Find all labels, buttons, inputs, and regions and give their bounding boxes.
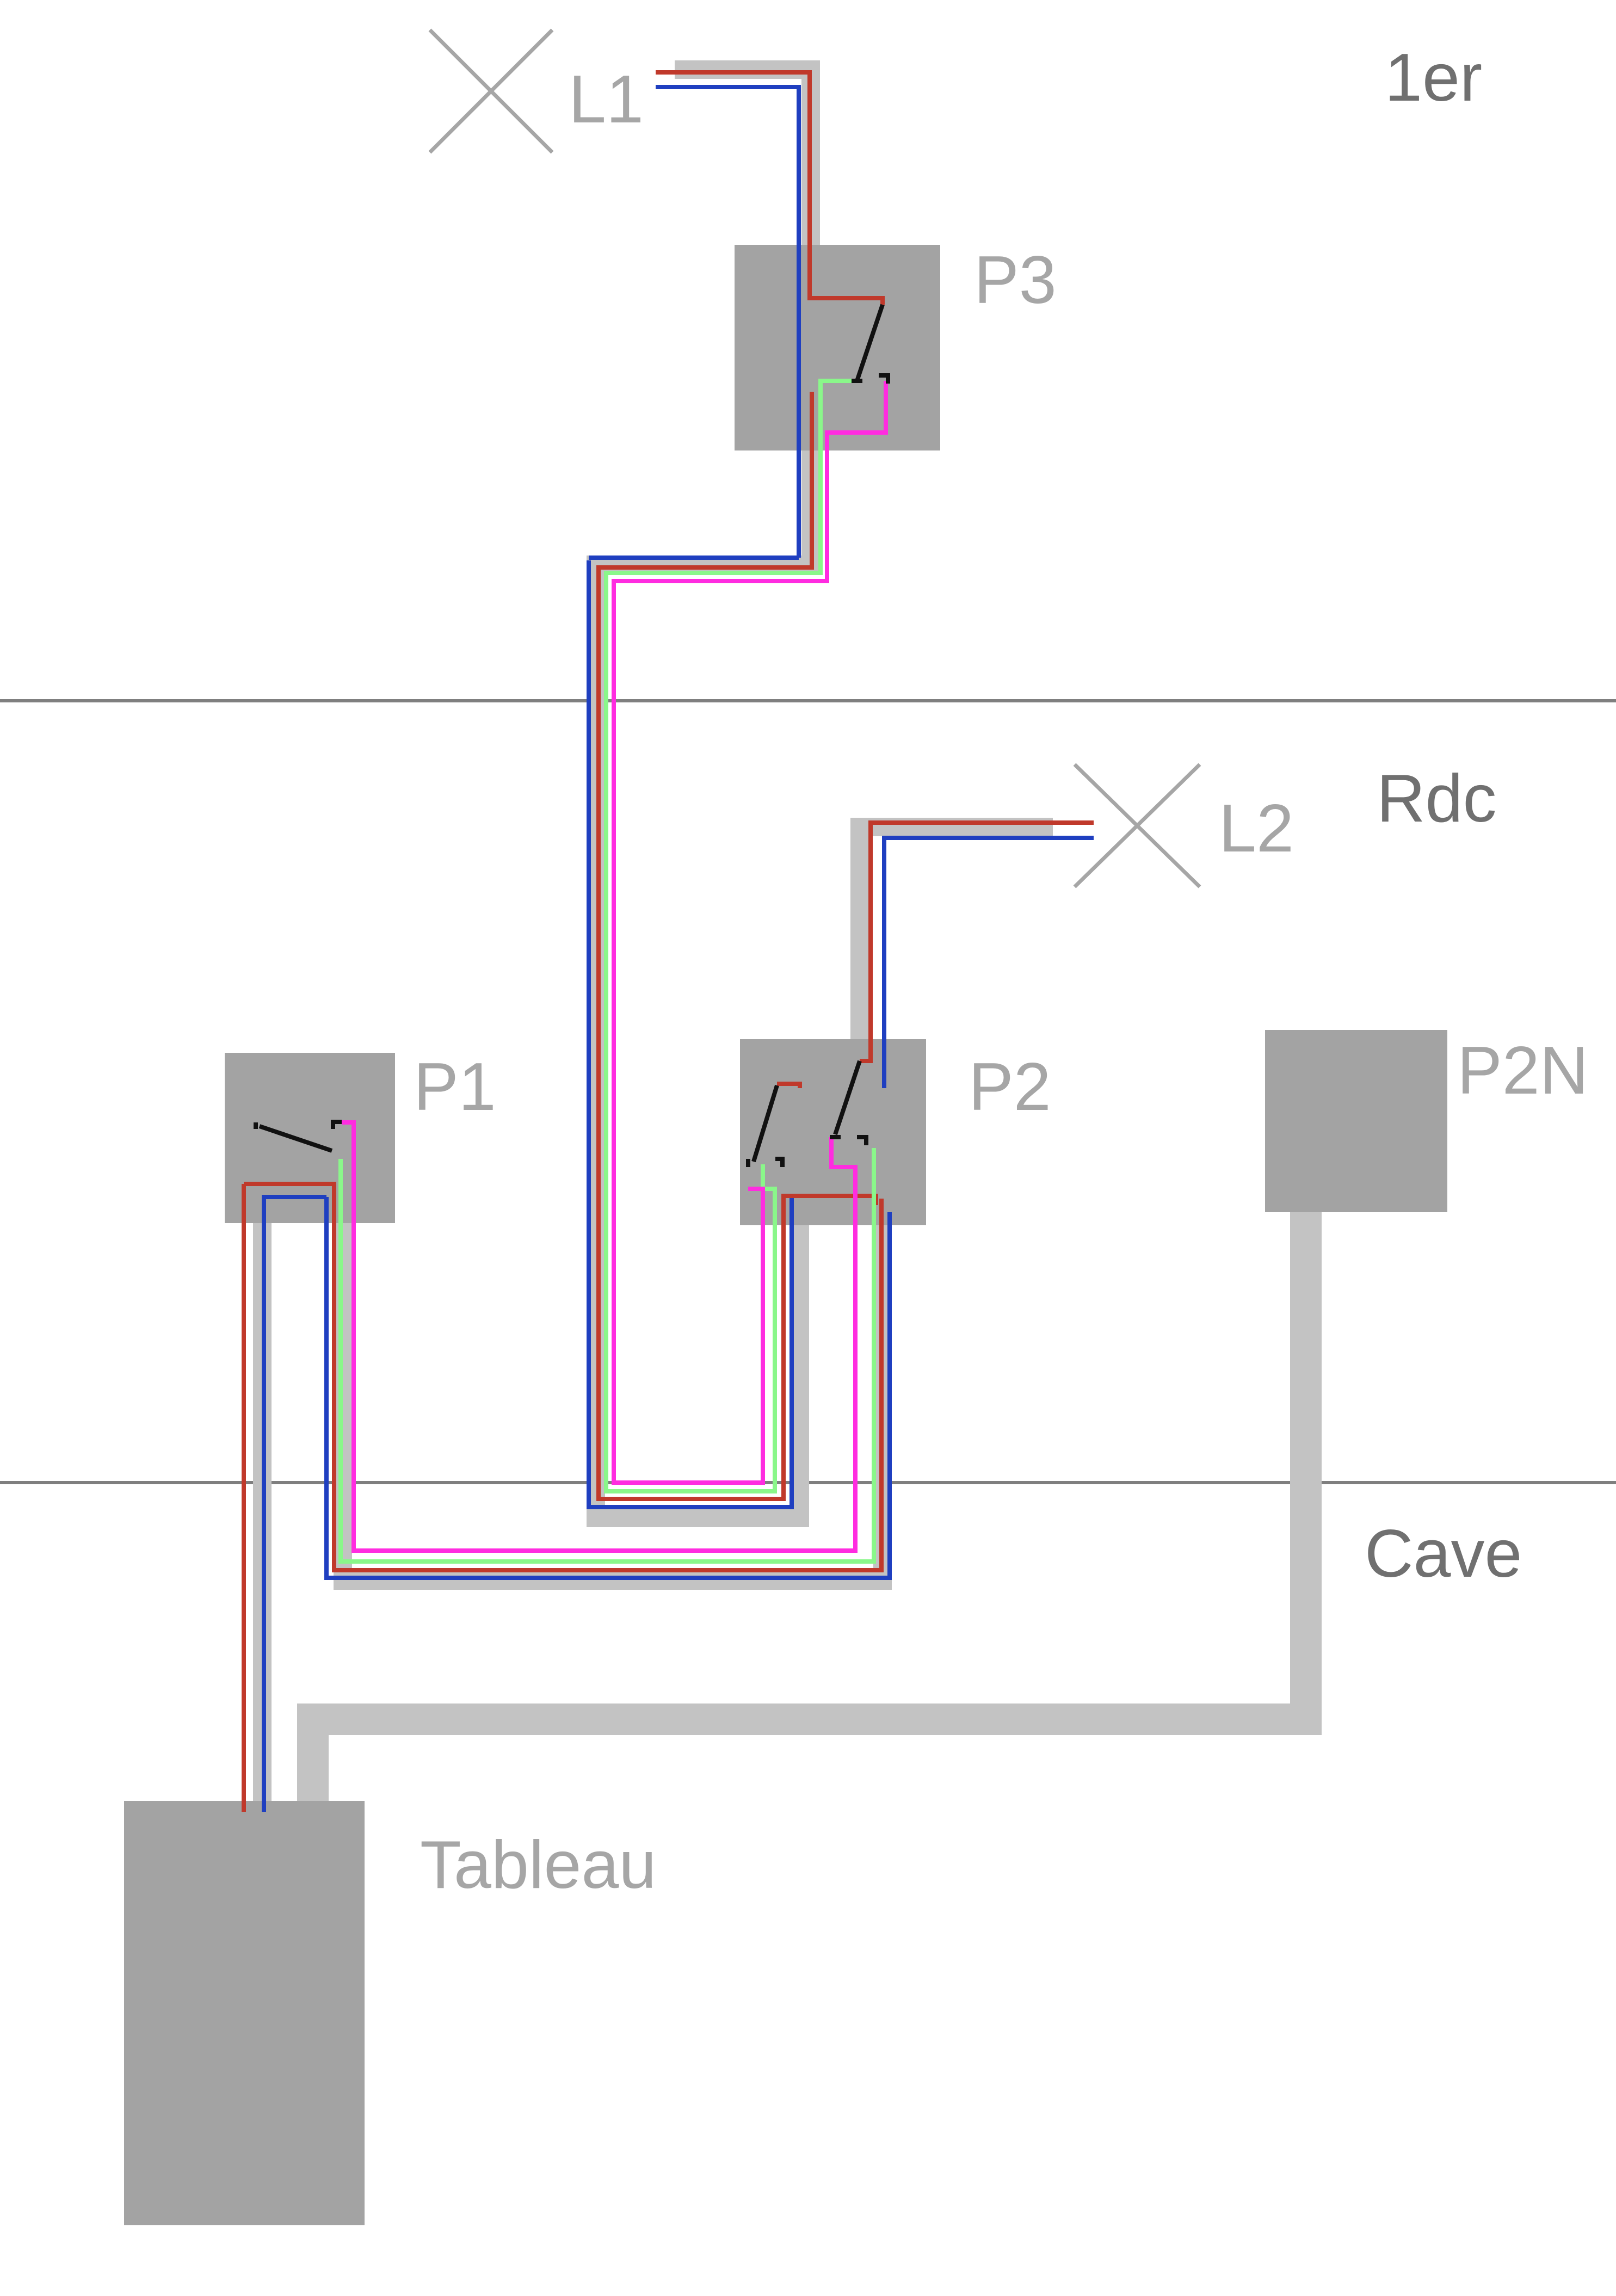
floor-label-basement: Cave bbox=[1365, 1516, 1522, 1591]
sheath-p3-p2 bbox=[587, 430, 820, 1527]
lamp-label-l1: L1 bbox=[569, 62, 644, 137]
switch-p3-lever bbox=[855, 304, 885, 382]
switch-p3-contact-b bbox=[879, 373, 890, 384]
wire-neutral-p1-p2 bbox=[324, 1197, 892, 1580]
switch-p2-left bbox=[746, 1082, 802, 1167]
box-panel bbox=[124, 1801, 365, 2225]
wire-traveler-pink-p1-p2 bbox=[342, 1120, 858, 1553]
switch-p1-lever bbox=[258, 1124, 333, 1153]
switch-p1 bbox=[254, 1120, 342, 1153]
sheath-p2-l2 bbox=[850, 818, 1053, 1039]
wire-neutral-p2-l2 bbox=[882, 836, 1094, 1088]
floor-label-ground: Rdc bbox=[1377, 761, 1497, 836]
box-p1 bbox=[225, 1053, 395, 1223]
box-label-p3: P3 bbox=[974, 243, 1057, 318]
wire-neutral-p1-panel bbox=[262, 1195, 326, 1812]
switch-p3 bbox=[852, 304, 890, 384]
switch-p2-left-contact-b bbox=[775, 1157, 785, 1167]
floor-label-upper: 1er bbox=[1385, 40, 1482, 115]
box-label-p1: P1 bbox=[414, 1050, 496, 1125]
wire-neutral-l1-p3 bbox=[656, 85, 801, 558]
box-label-p2: P2 bbox=[969, 1050, 1051, 1125]
box-p2n bbox=[1265, 1030, 1447, 1212]
wire-phase-p3-p2 bbox=[596, 392, 878, 1501]
wire-traveler-green-p3-p2 bbox=[604, 379, 855, 1493]
wire-traveler-green-p1-p2 bbox=[338, 1148, 876, 1564]
lamp-label-l2: L2 bbox=[1219, 791, 1294, 866]
box-label-p2n: P2N bbox=[1457, 1033, 1588, 1108]
switch-p2-left-lever bbox=[751, 1084, 779, 1163]
switch-p1-contact-b bbox=[331, 1120, 342, 1129]
switch-p2-right-lever bbox=[833, 1060, 862, 1135]
lamp-l1 bbox=[428, 28, 554, 154]
box-label-panel: Tableau bbox=[420, 1828, 656, 1903]
switch-p2-right bbox=[830, 1060, 868, 1145]
wire-phase-l1-p3 bbox=[656, 70, 885, 305]
sheath-l1-p3 bbox=[675, 60, 820, 248]
sheath-panel-p2n bbox=[297, 1208, 1322, 1809]
wire-traveler-pink-p3-p2 bbox=[612, 381, 888, 1485]
lamp-l1-cross-b bbox=[428, 28, 554, 154]
lamp-l2 bbox=[1073, 763, 1201, 888]
box-p3 bbox=[735, 245, 940, 450]
switch-p2-left-feed bbox=[777, 1082, 802, 1088]
lamp-l2-cross-b bbox=[1073, 763, 1201, 888]
switch-p2-right-contact-b bbox=[857, 1135, 868, 1145]
wire-phase-p2-l2 bbox=[860, 820, 1094, 1063]
wire-phase-p1-p2 bbox=[244, 1182, 884, 1572]
